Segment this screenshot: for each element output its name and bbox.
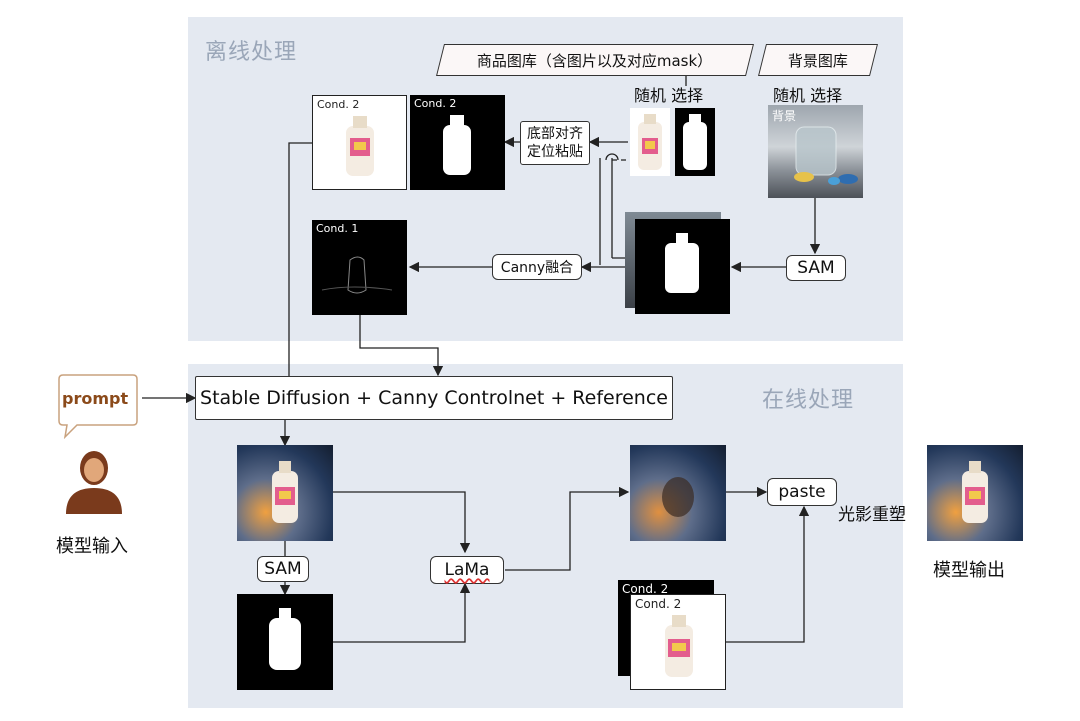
prompt-label: prompt xyxy=(62,389,129,408)
bottle-icon xyxy=(665,615,693,677)
bottle-icon xyxy=(272,461,298,523)
jar-icon xyxy=(794,126,858,185)
lama-label: LaMa xyxy=(444,560,490,580)
canny-edges-icon xyxy=(321,256,393,294)
random-product-mask xyxy=(675,108,715,176)
combined-mask-image xyxy=(635,219,730,314)
online-sam-box: SAM xyxy=(257,556,309,582)
cond1-label: Cond. 1 xyxy=(316,222,359,235)
paste-label: paste xyxy=(778,482,826,502)
align-paste-label: 底部对齐 定位粘贴 xyxy=(527,126,583,160)
cond2-image: Cond. 2 xyxy=(312,95,407,190)
online-mask-image xyxy=(237,594,333,690)
sd-controlnet-box: Stable Diffusion + Canny Controlnet + Re… xyxy=(195,376,673,420)
cond1-canny-image: Cond. 1 xyxy=(312,220,407,315)
align-paste-box: 底部对齐 定位粘贴 xyxy=(520,121,590,165)
background-library-tab: 背景图库 xyxy=(758,44,878,76)
offline-sam-box: SAM xyxy=(786,255,846,281)
random-select-product: 随机 选择 xyxy=(634,86,704,105)
offline-title: 离线处理 xyxy=(205,40,298,65)
paste-box: paste xyxy=(767,478,837,506)
online-cond2-back-label: Cond. 2 xyxy=(622,582,669,596)
cond2-mask-image: Cond. 2 xyxy=(410,95,505,190)
model-output-label: 模型输出 xyxy=(933,560,1005,581)
person-icon xyxy=(66,451,122,514)
product-library-tab: 商品图库（含图片以及对应mask） xyxy=(436,44,754,76)
bottle-mask-icon xyxy=(683,114,707,170)
cond2-mask-label: Cond. 2 xyxy=(414,97,457,110)
model-output-image xyxy=(927,445,1023,541)
bottle-mask-icon xyxy=(443,115,471,175)
lama-box: LaMa xyxy=(430,556,504,584)
model-input-label: 模型输入 xyxy=(56,536,128,557)
bottle-mask-icon xyxy=(665,233,699,293)
bottle-icon xyxy=(962,461,988,523)
cond2-label: Cond. 2 xyxy=(317,98,360,111)
random-select-background: 随机 选择 xyxy=(773,86,843,105)
online-cond2-image: Cond. 2 xyxy=(630,594,726,690)
bottle-icon xyxy=(638,114,662,170)
prompt-bubble xyxy=(58,374,138,439)
canny-fusion-label: Canny融合 xyxy=(500,260,574,276)
bottle-mask-icon xyxy=(269,608,301,670)
background-library-label: 背景图库 xyxy=(787,51,848,70)
inpainted-image xyxy=(630,445,726,541)
online-cond2-front-label: Cond. 2 xyxy=(635,597,682,611)
sd-controlnet-label: Stable Diffusion + Canny Controlnet + Re… xyxy=(200,387,668,409)
blur-patch-icon xyxy=(662,477,694,517)
canny-fusion-box: Canny融合 xyxy=(492,254,582,280)
product-library-label: 商品图库（含图片以及对应mask） xyxy=(477,51,713,70)
online-sam-label: SAM xyxy=(264,559,302,579)
background-image: 背景 xyxy=(768,105,863,198)
background-label: 背景 xyxy=(772,109,797,123)
bottle-icon xyxy=(346,116,374,176)
generated-image xyxy=(237,445,333,541)
random-product-image xyxy=(630,108,670,176)
online-title: 在线处理 xyxy=(762,388,855,413)
offline-sam-label: SAM xyxy=(797,258,835,278)
relight-label: 光影重塑 xyxy=(838,505,906,525)
